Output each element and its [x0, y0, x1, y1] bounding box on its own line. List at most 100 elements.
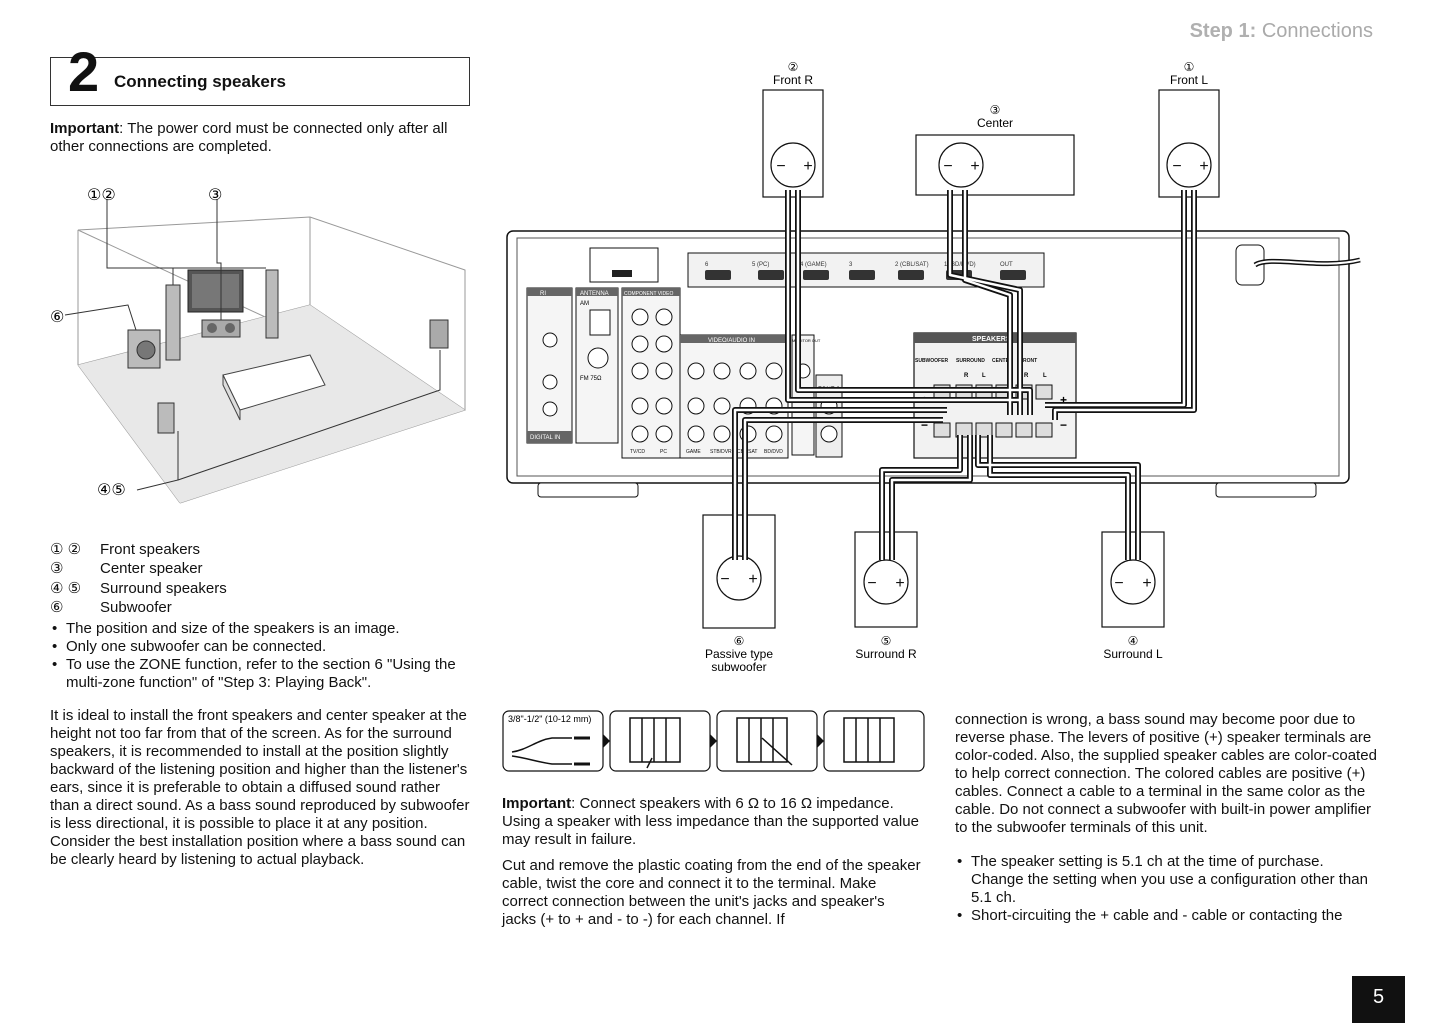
room-layout-diagram: ①② ③ ⑥ ④⑤ — [50, 187, 466, 504]
speaker-legend: ① ② Front speakers ③ Center speaker ④ ⑤ Sur… — [50, 540, 227, 617]
surround-term-label: SURROUND — [956, 358, 985, 364]
section-title: Connecting speakers — [114, 72, 286, 91]
room-label-front: ①② — [87, 187, 116, 204]
component-label: COMPONENT VIDEO — [624, 291, 673, 297]
input-label: TV/CD — [630, 449, 645, 455]
room-label-surround: ④⑤ — [97, 482, 126, 499]
surround-l-num: ④ — [1128, 634, 1139, 648]
center-label: Center — [977, 116, 1013, 130]
term-plus: + — [970, 158, 979, 175]
connection-diagram: ② Front R ① Front L ③ Center − + − + − + − +… — [506, 60, 1361, 674]
legend-row: ① ② Front speakers — [50, 540, 227, 559]
sub-label-1: Passive type — [705, 647, 773, 661]
phase-paragraph: connection is wrong, a bass sound may be… — [955, 711, 1377, 836]
legend-row: ④ ⑤ Surround speakers — [50, 579, 227, 598]
legend-row: ⑥ Subwoofer — [50, 598, 227, 617]
hdmi-port-label: 4 (GAME) — [800, 262, 827, 268]
hdmi-port-label: 1 (BD/DVD) — [944, 262, 976, 268]
legend-label: Center speaker — [100, 560, 203, 578]
room-label-center: ③ — [208, 187, 222, 204]
note-item: Only one subwoofer can be connected. — [50, 638, 470, 656]
front-l-num: ① — [1184, 60, 1195, 74]
term-minus: − — [1060, 418, 1067, 432]
hdmi-port-label: 6 — [705, 262, 709, 268]
room-label-sub: ⑥ — [50, 309, 64, 326]
hdmi-port-label: 2 (CBL/SAT) — [895, 262, 929, 268]
term-plus: + — [748, 571, 757, 588]
term-plus: + — [895, 575, 904, 592]
legend-num: ① ② — [50, 541, 82, 558]
input-label: STB/DVR — [710, 449, 732, 455]
hdmi-port-label: OUT — [1000, 262, 1013, 268]
important-label: Important — [502, 795, 572, 812]
speakers-label: SPEAKERS — [972, 336, 1011, 343]
note-item: Short-circuiting the + cable and - cable… — [955, 907, 1380, 925]
note-item: To use the ZONE function, refer to the s… — [50, 656, 470, 692]
center-num: ③ — [990, 103, 1001, 117]
term-plus: + — [1060, 393, 1067, 407]
surround-r-label: Surround R — [855, 647, 917, 661]
term-minus: − — [921, 418, 928, 432]
digital-in-label: DIGITAL IN — [530, 435, 560, 441]
front-l-label: Front L — [1170, 73, 1208, 87]
section-number: 2 — [68, 40, 100, 103]
term-minus: − — [943, 158, 952, 175]
strip-size-label: 3/8"-1/2" (10-12 mm) — [508, 714, 591, 724]
legend-num: ⑥ — [50, 598, 64, 616]
cable-instructions: Cut and remove the plastic coating from … — [502, 857, 921, 928]
video-audio-in-label: VIDEO/AUDIO IN — [708, 338, 755, 344]
legend-label: Subwoofer — [100, 598, 172, 616]
legend-label: Front speakers — [100, 541, 201, 558]
term-plus: + — [803, 158, 812, 175]
term-minus: − — [776, 158, 785, 175]
page-number: 5 — [1352, 976, 1405, 1023]
input-label: BD/DVD — [764, 449, 783, 455]
important-power-note: Important: The power cord must be connec… — [50, 120, 475, 156]
input-label: PC — [660, 449, 667, 455]
monitor-out-label: MONITOR OUT — [792, 338, 821, 343]
input-label: GAME — [686, 449, 701, 455]
term-l: L — [982, 373, 986, 379]
front-r-label: Front R — [773, 73, 813, 87]
note-item: The position and size of the speakers is… — [50, 620, 470, 638]
sub-num: ⑥ — [734, 634, 745, 648]
important-impedance-note: Important: Connect speakers with 6 Ω to … — [502, 795, 922, 849]
front-term-label: FRONT — [1020, 358, 1037, 364]
surround-r-num: ⑤ — [881, 634, 892, 648]
sub-label-2: subwoofer — [711, 660, 766, 674]
step-label: Step 1: — [1189, 20, 1257, 42]
legend-num: ③ — [50, 560, 64, 578]
remote-label: RI — [540, 291, 546, 297]
term-minus: − — [867, 575, 876, 592]
fm-label: FM 75Ω — [580, 376, 602, 382]
term-minus: − — [720, 571, 729, 588]
term-minus: − — [1114, 575, 1123, 592]
hdmi-port-label: 3 — [849, 262, 853, 268]
antenna-label: ANTENNA — [580, 291, 609, 297]
step-title: Connections — [1261, 20, 1373, 42]
legend-num: ④ ⑤ — [50, 579, 82, 597]
important-text: : The power cord must be connected only … — [50, 120, 448, 155]
term-r: R — [964, 373, 969, 379]
speaker-notes: The position and size of the speakers is… — [50, 620, 470, 692]
important-label: Important — [50, 120, 120, 137]
important-text: : Connect speakers with 6 Ω to 16 Ω impe… — [502, 795, 919, 848]
legend-label: Surround speakers — [100, 579, 227, 597]
step-header: Step 1: Connections — [1190, 20, 1373, 43]
setting-notes: The speaker setting is 5.1 ch at the tim… — [955, 853, 1380, 925]
center-term-label: CENTER — [992, 358, 1013, 364]
sub-term-label: SUBWOOFER — [915, 358, 948, 364]
am-label: AM — [580, 301, 589, 307]
term-l: L — [1043, 373, 1047, 379]
section-heading-box — [50, 57, 470, 106]
term-minus: − — [1172, 158, 1181, 175]
surround-l-label: Surround L — [1103, 647, 1163, 661]
cable-prep-steps: 3/8"-1/2" (10-12 mm) — [502, 710, 925, 772]
term-plus: + — [1199, 158, 1208, 175]
legend-row: ③ Center speaker — [50, 559, 227, 578]
term-r: R — [1024, 373, 1029, 379]
front-r-num: ② — [788, 60, 799, 74]
placement-paragraph: It is ideal to install the front speaker… — [50, 707, 470, 868]
note-item: The speaker setting is 5.1 ch at the tim… — [955, 853, 1380, 907]
term-plus: + — [1142, 575, 1151, 592]
